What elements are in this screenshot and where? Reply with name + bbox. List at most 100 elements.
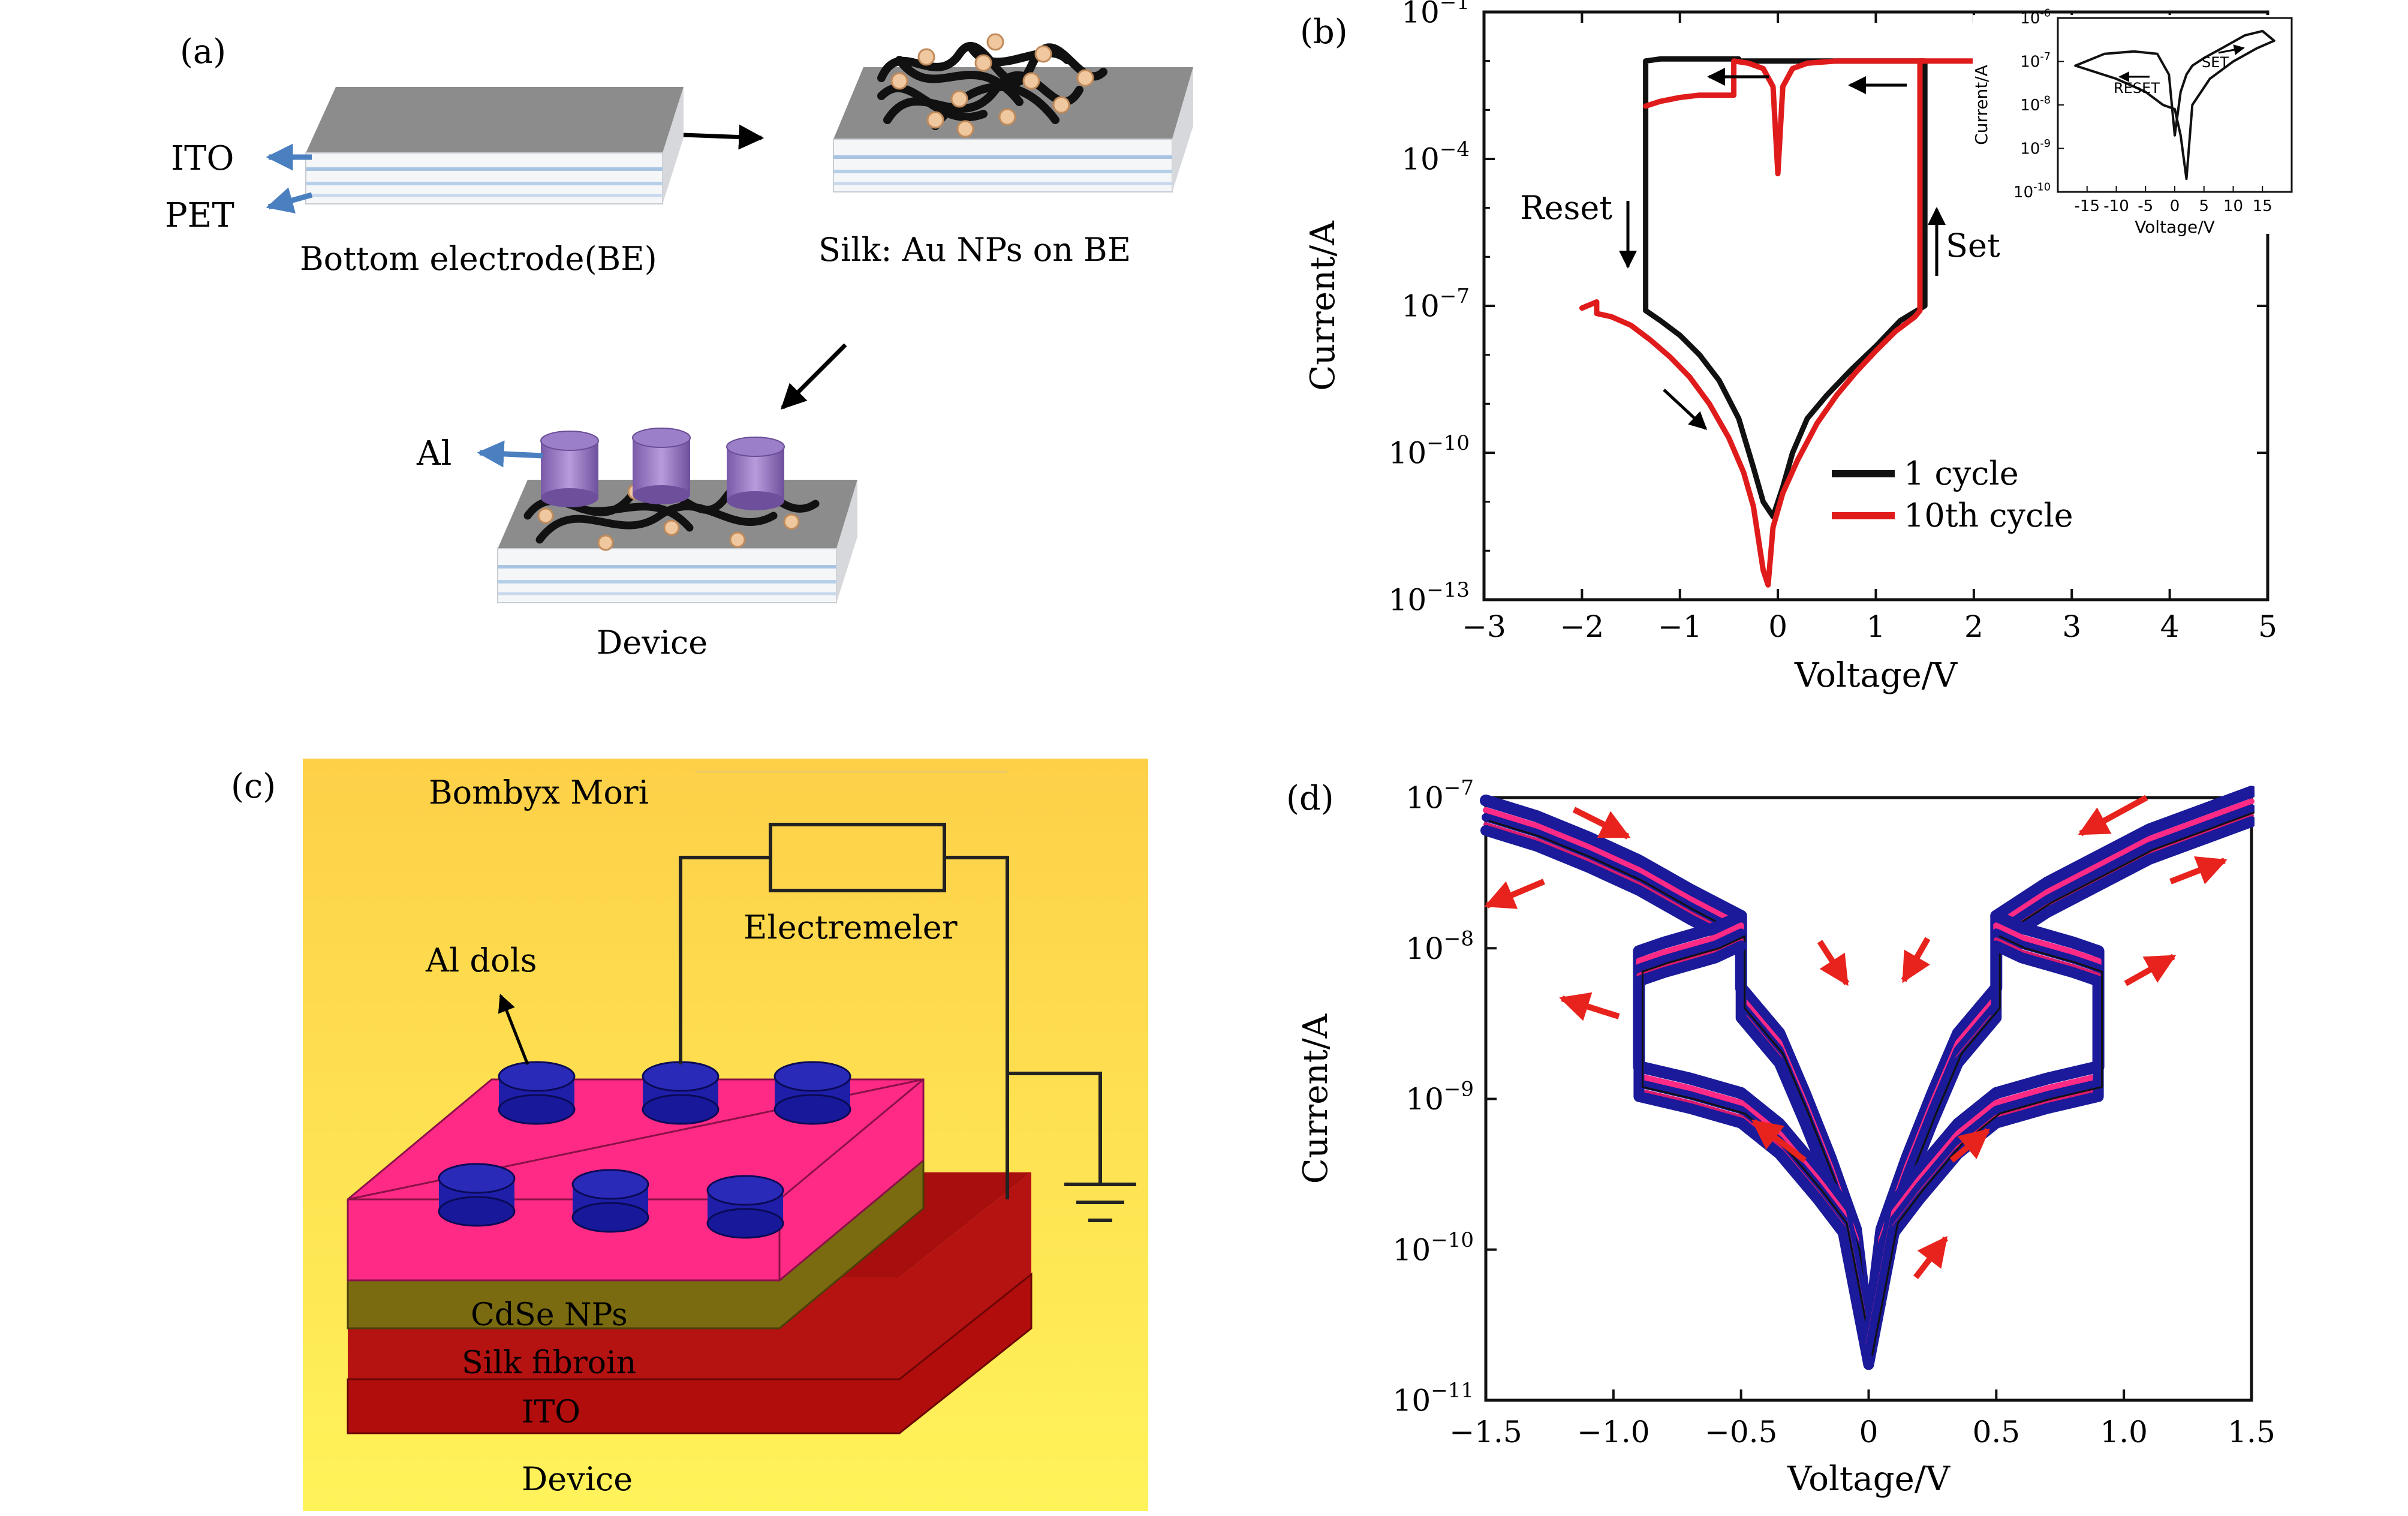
series-line xyxy=(2074,29,2275,181)
x-tick-label: −1.0 xyxy=(1577,1415,1650,1449)
panel-c-label: (c) xyxy=(231,767,276,806)
x-tick-label: 5 xyxy=(2258,609,2277,644)
bombyx-mori-label: Bombyx Mori xyxy=(429,774,649,811)
panel-d-label: (d) xyxy=(1286,779,1334,818)
series-line xyxy=(1636,922,1872,1347)
y-tick-label: 10-6 xyxy=(2020,7,2051,28)
x-tick-label: −2 xyxy=(1560,609,1605,644)
device-label-a: Device xyxy=(597,624,708,661)
series-line xyxy=(1871,935,2103,1356)
y-tick-label: 10−1 xyxy=(1401,0,1470,30)
sweep-arrow xyxy=(1949,1128,1990,1163)
al-label: Al xyxy=(416,434,452,473)
electrometer-circuit xyxy=(679,823,1136,1222)
bottom-electrode-label: Bottom electrode(BE) xyxy=(300,240,657,278)
sweep-arrow xyxy=(1484,879,1545,909)
y-tick-label: 10-8 xyxy=(2020,94,2051,115)
panel-a-label: (a) xyxy=(180,32,226,71)
inset-reset-label: RESET xyxy=(2114,80,2160,97)
x-axis-label: Voltage/V xyxy=(1794,656,1958,695)
y-tick-label: 10−10 xyxy=(1389,431,1470,471)
panel-b-label: (b) xyxy=(1300,13,1348,52)
sweep-arrow xyxy=(1559,992,1620,1021)
x-tick-label: −1.5 xyxy=(1449,1415,1522,1449)
sweep-arrow xyxy=(1901,937,1931,983)
series-line xyxy=(1865,922,2102,1347)
inset-set-arrow xyxy=(2218,44,2245,55)
y-tick-label: 10−9 xyxy=(1405,1078,1474,1117)
device-illustration-a xyxy=(497,428,857,603)
y-tick-label: 10−11 xyxy=(1393,1379,1474,1418)
series-line xyxy=(1633,940,1874,1370)
x-tick-label: 15 xyxy=(2253,197,2272,215)
x-tick-label: 0 xyxy=(1768,609,1787,644)
y-tick-label: 10−8 xyxy=(1405,927,1474,966)
y-tick-label: 10−7 xyxy=(1405,776,1474,816)
substrate-side xyxy=(663,87,684,204)
x-tick-label: −1 xyxy=(1658,609,1702,644)
legend-label: 1 cycle xyxy=(1904,455,2019,492)
reset-annotation: Reset xyxy=(1520,189,1612,227)
step-arrow-2 xyxy=(781,343,847,410)
direction-arrow-bottom xyxy=(1663,389,1708,431)
silk-au-label: Silk: Au NPs on BE xyxy=(818,231,1131,269)
electrometer-label: Electremeler xyxy=(744,909,958,946)
y-axis-label: Current/A xyxy=(1971,65,1991,145)
device-label-c: Device xyxy=(522,1460,633,1498)
x-tick-label: 0.5 xyxy=(1973,1415,2021,1449)
series-line xyxy=(1864,928,2103,1356)
panel-c: (c) Bombyx Mori xyxy=(231,759,1148,1511)
sweep-arrow xyxy=(1817,940,1850,986)
y-axis-label: Current/A xyxy=(1304,221,1343,391)
step-arrow-1 xyxy=(683,124,764,150)
series-line xyxy=(1643,58,1928,177)
y-tick-label: 10−13 xyxy=(1389,578,1470,618)
series-line xyxy=(1863,940,2104,1370)
series-line xyxy=(1862,910,2105,1341)
x-tick-label: 2 xyxy=(1964,609,1983,644)
sweep-arrow xyxy=(2124,953,2177,986)
cdse-label: CdSe NPs xyxy=(471,1297,628,1333)
sweep-arrow xyxy=(2169,856,2228,885)
al-dots-label: Al dols xyxy=(425,942,537,979)
x-tick-label: -5 xyxy=(2138,197,2153,215)
al-dots-arrow xyxy=(498,994,529,1065)
pet-arrow xyxy=(266,187,313,213)
al-electrodes-a xyxy=(540,428,785,510)
inset-set-label: SET xyxy=(2202,54,2229,71)
silk-au-illustration xyxy=(833,33,1193,192)
ito-label-c: ITO xyxy=(522,1394,580,1430)
x-tick-label: -10 xyxy=(2103,197,2129,215)
y-tick-label: 10-9 xyxy=(2020,138,2051,158)
substrate-top xyxy=(306,87,684,153)
x-tick-label: 10 xyxy=(2223,197,2243,215)
al-dots-c xyxy=(438,1061,851,1239)
silk-fibroin-label: Silk fibroin xyxy=(462,1345,636,1381)
bottom-electrode-illustration xyxy=(305,87,684,204)
y-tick-label: 10-7 xyxy=(2020,51,2051,71)
sweep-arrow xyxy=(1751,1119,1807,1163)
x-axis-label: Voltage/V xyxy=(1787,1460,1951,1499)
x-tick-label: 4 xyxy=(2160,609,2180,644)
pet-label: PET xyxy=(165,196,234,235)
panel-a: (a) ITO PET Bottom electrode(BE) xyxy=(165,32,1193,661)
x-tick-label: 0 xyxy=(1859,1415,1879,1449)
series-line xyxy=(1633,910,1875,1341)
series-line xyxy=(1643,56,1928,519)
sweep-arrow xyxy=(1913,1236,1948,1280)
y-tick-label: 10−10 xyxy=(1393,1228,1474,1268)
series-group xyxy=(2074,29,2275,181)
x-tick-label: −0.5 xyxy=(1705,1415,1777,1449)
x-tick-label: 0 xyxy=(2170,197,2180,215)
al-arrow xyxy=(477,440,543,468)
x-axis-label: Voltage/V xyxy=(2135,217,2215,237)
x-tick-label: -15 xyxy=(2075,197,2100,215)
sweep-arrow xyxy=(1572,807,1631,840)
y-tick-label: 10−7 xyxy=(1401,284,1470,324)
